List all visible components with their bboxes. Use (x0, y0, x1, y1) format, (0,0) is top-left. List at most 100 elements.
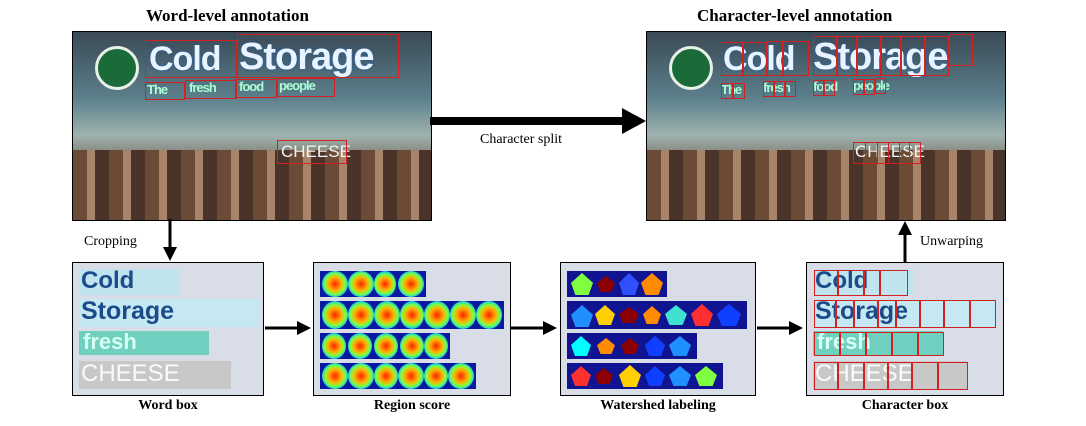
logo-mark (669, 46, 713, 90)
cropping-arrow (163, 219, 177, 261)
sign-cold: Cold (149, 40, 222, 78)
word-box-storage (237, 34, 399, 78)
word-box-food (235, 79, 277, 98)
store-shelves (647, 150, 1005, 220)
flow-arrow-1 (265, 321, 311, 335)
char-box (880, 270, 908, 296)
word-box-cold (145, 40, 237, 78)
char-box (949, 34, 973, 66)
char-box (837, 36, 857, 76)
watershed-row (567, 301, 747, 329)
character-box-panel: Cold Storage fresh CHEESE (806, 262, 1004, 396)
char-box (864, 362, 888, 390)
char-box (853, 79, 864, 95)
char-box (918, 332, 944, 356)
character-level-title: Character-level annotation (697, 6, 893, 25)
char-box (836, 300, 854, 328)
heatmap-row (320, 271, 426, 297)
tagline-fresh: fresh (189, 80, 217, 95)
store-shelves (73, 150, 431, 220)
char-box (774, 81, 785, 97)
char-box (783, 41, 809, 76)
heatmap-row (320, 333, 450, 359)
char-box (896, 300, 920, 328)
tagline-the: The (147, 82, 168, 97)
flow-arrow-2 (511, 321, 557, 335)
char-box (813, 36, 837, 76)
char-box (920, 300, 944, 328)
tagline-fresh: fresh (763, 80, 791, 95)
char-box (814, 300, 836, 328)
character-level-photo: Cold Storage The fresh food people CHEES… (646, 31, 1006, 221)
crop-fresh: fresh (79, 331, 209, 355)
word-box-cheese (277, 140, 347, 164)
crop-storage: Storage (813, 299, 995, 327)
word-box-fresh (185, 80, 237, 99)
char-box (838, 362, 864, 390)
word-level-title: Word-level annotation (146, 6, 309, 25)
char-box (814, 332, 840, 356)
tagline-the: The (721, 82, 742, 97)
char-box (840, 332, 866, 356)
watershed-caption: Watershed labeling (600, 398, 716, 413)
sign-cheese: CHEESE (855, 142, 925, 161)
char-box (878, 300, 896, 328)
word-level-photo: Cold Storage The fresh food people CHEES… (72, 31, 432, 221)
unwarping-arrow (898, 221, 912, 263)
char-box (888, 362, 912, 390)
unwarping-label: Unwarping (920, 234, 983, 249)
character-split-arrow (430, 108, 646, 134)
crop-cold: Cold (79, 269, 179, 295)
word-box-panel: Cold Storage fresh CHEESE (72, 262, 264, 396)
char-box (892, 332, 918, 356)
sign-storage: Storage (239, 36, 374, 78)
char-box (854, 300, 878, 328)
char-box (881, 36, 901, 76)
crop-fresh: fresh (813, 331, 943, 355)
char-box (785, 81, 796, 97)
char-box (721, 42, 743, 76)
char-box (909, 142, 921, 164)
char-box (857, 36, 881, 76)
crop-cheese: CHEESE (79, 361, 231, 389)
char-box (970, 300, 996, 328)
char-box (875, 78, 886, 94)
char-box (864, 79, 875, 95)
char-box (743, 42, 767, 76)
word-box-the (145, 82, 185, 100)
tagline-people: people (279, 78, 316, 93)
watershed-panel (560, 262, 756, 396)
region-score-caption: Region score (373, 398, 451, 413)
char-box (838, 270, 864, 296)
word-box-caption: Word box (138, 398, 198, 413)
character-box-caption: Character box (861, 398, 949, 413)
char-box (938, 362, 968, 390)
logo-mark (95, 46, 139, 90)
heatmap-row (320, 363, 476, 389)
watershed-row (567, 363, 723, 389)
char-box (763, 81, 774, 97)
char-box (813, 80, 824, 96)
char-box (866, 332, 892, 356)
char-box (925, 36, 949, 76)
char-box (901, 36, 925, 76)
char-box (814, 362, 838, 390)
char-box (912, 362, 938, 390)
char-box (864, 270, 880, 296)
char-box (767, 41, 783, 76)
region-score-panel (313, 262, 511, 396)
heatmap-row (320, 301, 504, 329)
tagline-food: food (813, 79, 838, 94)
character-split-label: Character split (480, 132, 563, 147)
watershed-row (567, 333, 697, 359)
tagline-food: food (239, 79, 264, 94)
char-box (721, 83, 733, 99)
word-box-people (277, 78, 335, 97)
char-box (733, 83, 745, 99)
char-box (824, 80, 835, 96)
tagline-people: people (853, 78, 890, 93)
char-box (814, 270, 838, 296)
flow-arrow-3 (757, 321, 803, 335)
crop-storage: Storage (79, 299, 259, 327)
watershed-row (567, 271, 667, 297)
